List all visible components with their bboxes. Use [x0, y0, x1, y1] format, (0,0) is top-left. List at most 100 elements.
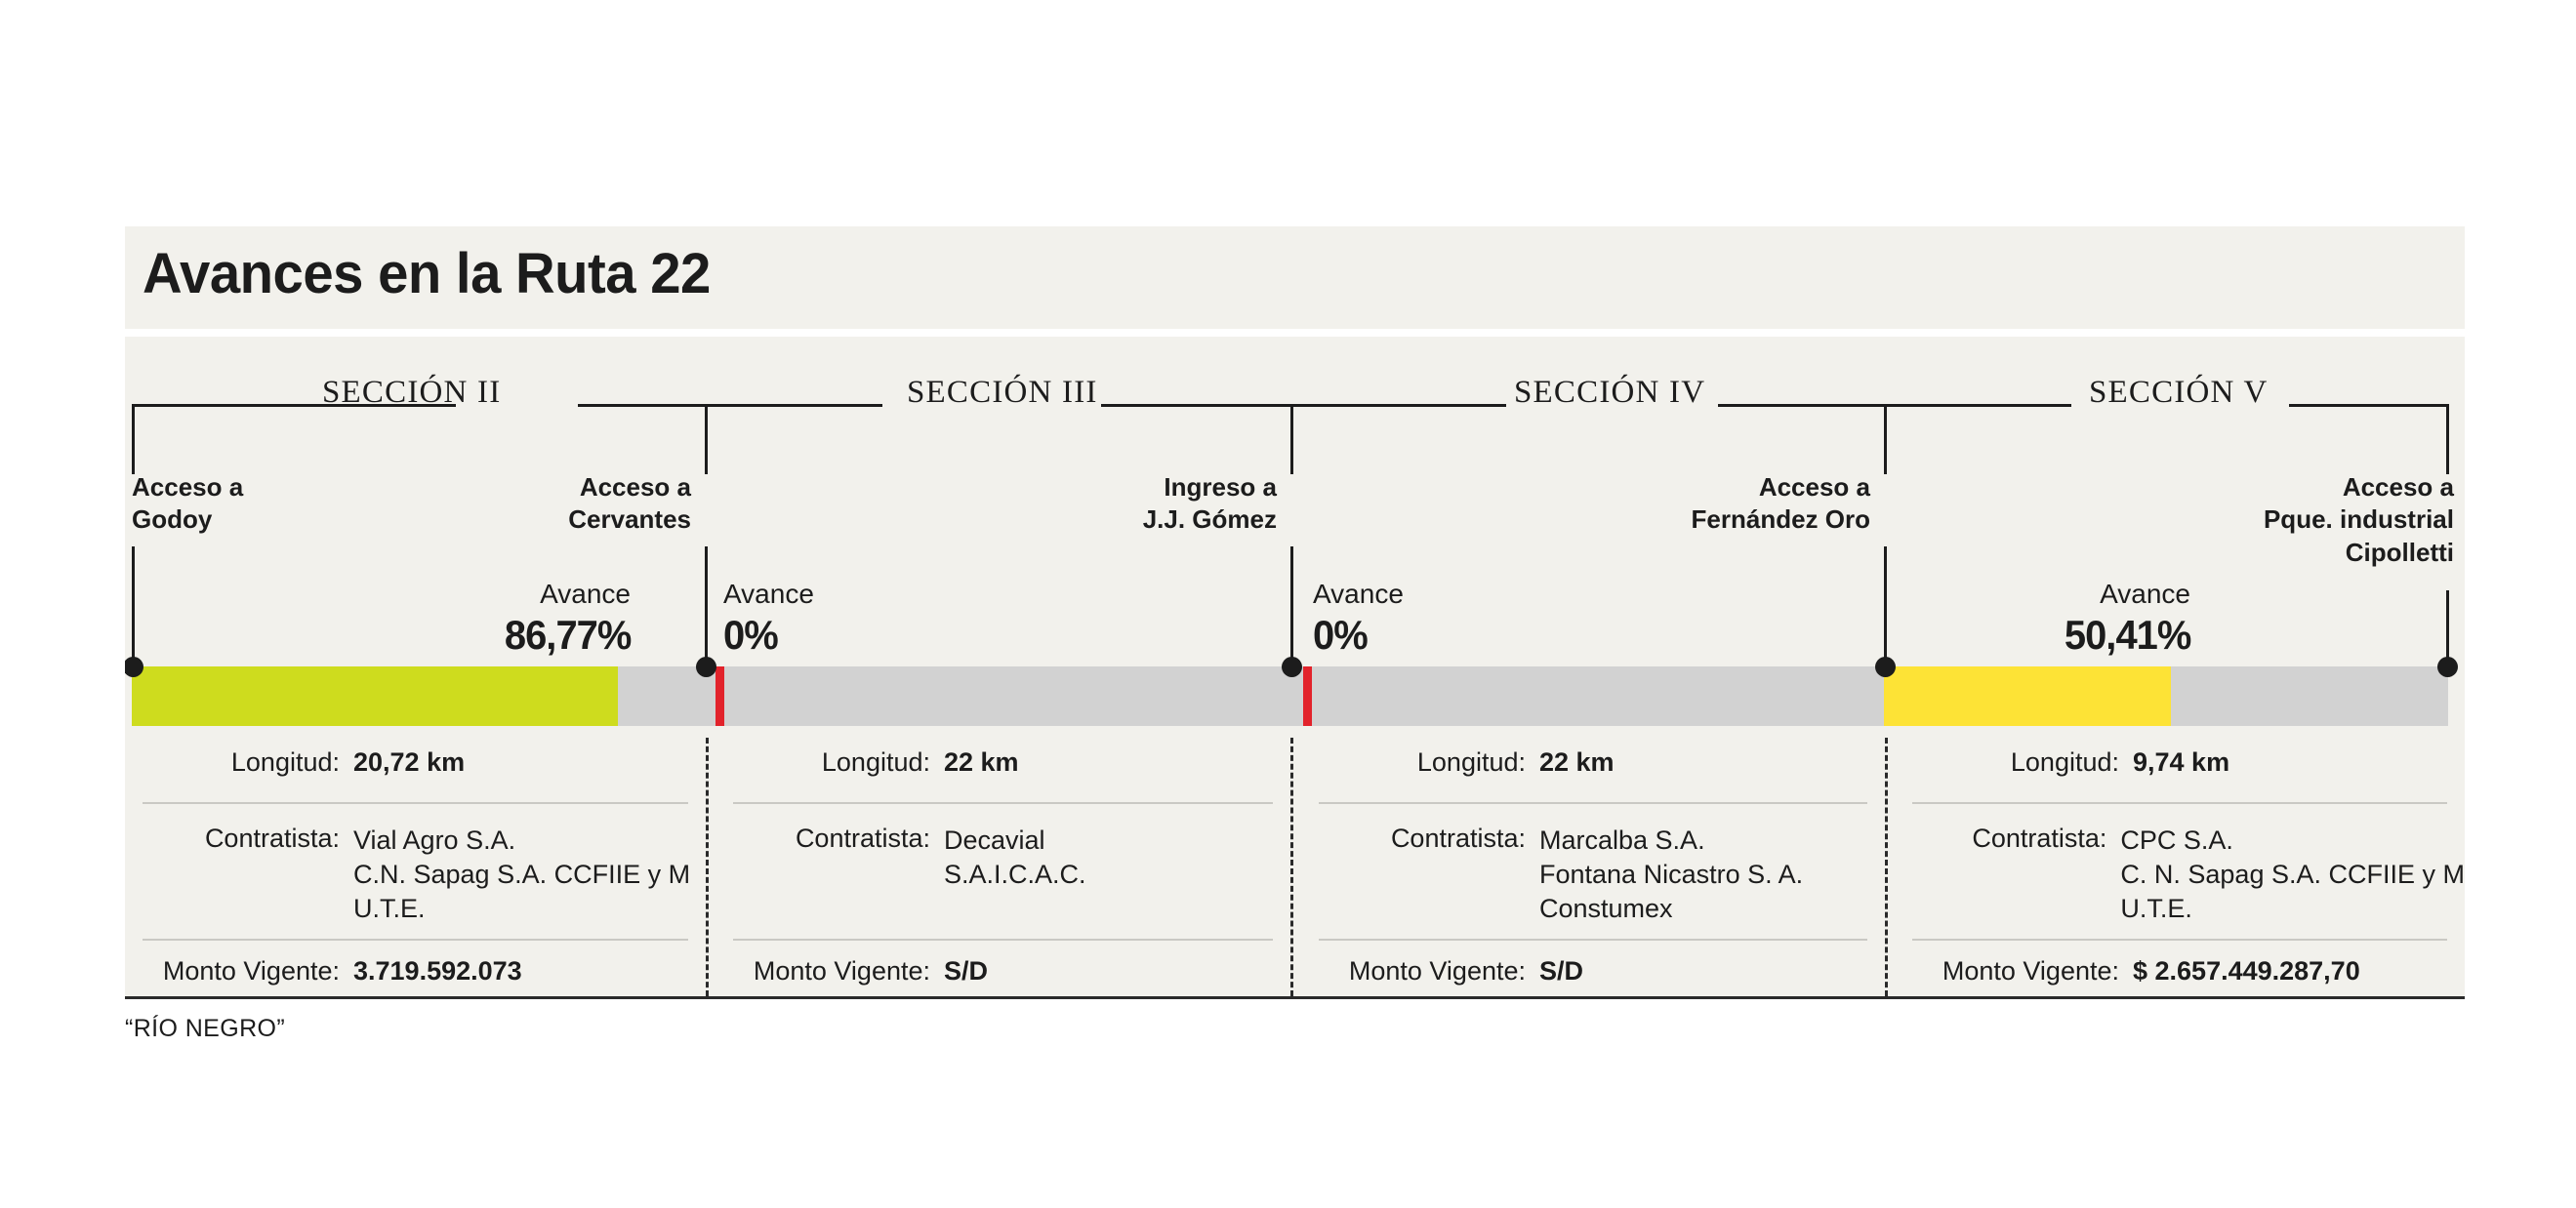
data-column-sec4: Longitud: 22 km Contratista: Marcalba S.… [1301, 738, 1885, 996]
longitud-label: Longitud: [821, 747, 930, 777]
node-dot-jjgomez [1282, 657, 1302, 677]
stem-down-jjgomez [1290, 546, 1293, 667]
node-label-jjgomez: Ingreso a J.J. Gómez [1143, 471, 1277, 537]
longitud-label: Longitud: [230, 747, 340, 777]
header-band [125, 226, 2465, 329]
node-label-cervantes: Acceso a Cervantes [568, 471, 691, 537]
node-line: Cervantes [568, 504, 691, 535]
progress-marker-sec4 [1303, 666, 1312, 726]
contratista-line: C.N. Sapag S.A. CCFIIE y M [353, 860, 691, 890]
node-dot-cervantes [696, 657, 716, 677]
contratista-value: Decavial S.A.I.C.A.C. [944, 824, 1086, 892]
avance-block-sec2: Avance 86,77% [498, 579, 632, 658]
longitud-label: Longitud: [1416, 747, 1526, 777]
section-bracket-row [125, 404, 2465, 408]
contratista-line: Fontana Nicastro S. A. [1539, 860, 1804, 890]
avance-value: 0% [1313, 612, 1369, 658]
node-dot-fernandez [1875, 657, 1896, 677]
stem-down-cervantes [705, 546, 708, 667]
node-line: Acceso a [132, 472, 244, 502]
column-separator-3 [1885, 738, 1888, 996]
stem-up-cervantes [705, 404, 708, 474]
row-divider [143, 939, 688, 941]
contratista-value: Vial Agro S.A. C.N. Sapag S.A. CCFIIE y … [353, 824, 690, 926]
data-column-sec3: Longitud: 22 km Contratista: Decavial S.… [716, 738, 1290, 996]
longitud-label: Longitud: [2010, 747, 2119, 777]
source-credit: “RÍO NEGRO” [125, 1015, 286, 1042]
monto-label: Monto Vigente: [1942, 956, 2119, 986]
progress-marker-sec3 [716, 666, 724, 726]
contratista-label: Contratista: [204, 824, 340, 853]
page-title: Avances en la Ruta 22 [143, 242, 711, 305]
avance-caption: Avance [2100, 579, 2190, 609]
node-line: Pque. industrial [2263, 504, 2454, 535]
bracket-sec2-right [578, 404, 707, 407]
node-line: Acceso a [579, 472, 691, 502]
monto-value: S/D [944, 956, 989, 986]
avance-block-sec5: Avance 50,41% [2058, 579, 2191, 658]
section-label-2: SECCIÓN II [322, 375, 502, 410]
longitud-value: 9,74 km [2133, 747, 2230, 777]
node-line: Ingreso a [1164, 472, 1277, 502]
column-separator-2 [1290, 738, 1293, 996]
bracket-sec3-right [1101, 404, 1291, 407]
row-divider [733, 802, 1273, 804]
node-line: Acceso a [1758, 472, 1870, 502]
panel-bottom-rule [125, 996, 2465, 999]
bracket-sec3-left [707, 404, 882, 407]
longitud-value: 22 km [1539, 747, 1615, 777]
stem-down-cipolletti [2446, 590, 2449, 667]
avance-caption: Avance [540, 579, 631, 609]
node-label-godoy: Acceso a Godoy [132, 471, 243, 537]
contratista-line: Decavial [944, 825, 1045, 855]
row-divider [1319, 802, 1867, 804]
contratista-value: Marcalba S.A. Fontana Nicastro S. A. Con… [1539, 824, 1803, 926]
monto-value: S/D [1539, 956, 1584, 986]
stem-up-fernandez [1884, 404, 1887, 474]
bracket-sec4-left [1291, 404, 1506, 407]
contratista-line: Constumex [1539, 894, 1673, 924]
stem-down-godoy [132, 546, 135, 667]
stem-down-fernandez [1884, 546, 1887, 667]
stem-up-cipolletti [2446, 404, 2449, 474]
contratista-value: CPC S.A. C. N. Sapag S.A. CCFIIE y M U.T… [2120, 824, 2465, 926]
row-divider [1319, 939, 1867, 941]
contratista-label: Contratista: [795, 824, 930, 853]
section-label-3: SECCIÓN III [907, 375, 1098, 410]
bracket-sec5-left [1886, 404, 2071, 407]
column-separator-1 [706, 738, 709, 996]
contratista-line: Marcalba S.A. [1539, 825, 1705, 855]
row-divider [143, 802, 688, 804]
contratista-line: U.T.E. [2120, 894, 2192, 924]
row-divider [733, 939, 1273, 941]
data-column-sec2: Longitud: 20,72 km Contratista: Vial Agr… [125, 738, 706, 996]
contratista-line: CPC S.A. [2120, 825, 2233, 855]
monto-label: Monto Vigente: [162, 956, 340, 986]
row-divider [1912, 802, 2447, 804]
stem-up-jjgomez [1290, 404, 1293, 474]
longitud-value: 22 km [944, 747, 1019, 777]
avance-value: 86,77% [504, 612, 632, 658]
avance-caption: Avance [723, 579, 814, 609]
avance-value: 0% [723, 612, 779, 658]
contratista-line: Vial Agro S.A. [353, 825, 516, 855]
row-divider [1912, 939, 2447, 941]
avance-value: 50,41% [2064, 612, 2191, 658]
panel-clip: SECCIÓN II SECCIÓN III SECCIÓN IV SECCIÓ… [125, 337, 2465, 996]
monto-label: Monto Vigente: [1348, 956, 1526, 986]
contratista-label: Contratista: [1390, 824, 1526, 853]
node-dot-cipolletti [2437, 657, 2458, 677]
contratista-line: C. N. Sapag S.A. CCFIIE y M [2120, 860, 2465, 890]
contratista-line: U.T.E. [353, 894, 426, 924]
node-label-fernandez-oro: Acceso a Fernández Oro [1692, 471, 1870, 537]
monto-value: $ 2.657.449.287,70 [2133, 956, 2360, 986]
node-line: J.J. Gómez [1142, 504, 1277, 535]
section-label-4: SECCIÓN IV [1514, 375, 1706, 410]
stem-up-godoy [132, 404, 135, 474]
avance-block-sec3: Avance 0% [723, 581, 814, 657]
bracket-sec5-right [2289, 404, 2448, 407]
avance-block-sec4: Avance 0% [1313, 581, 1404, 657]
node-label-cipolletti: Acceso a Pque. industrial Cipolletti [2264, 471, 2454, 569]
node-line: Cipolletti [2345, 537, 2454, 567]
